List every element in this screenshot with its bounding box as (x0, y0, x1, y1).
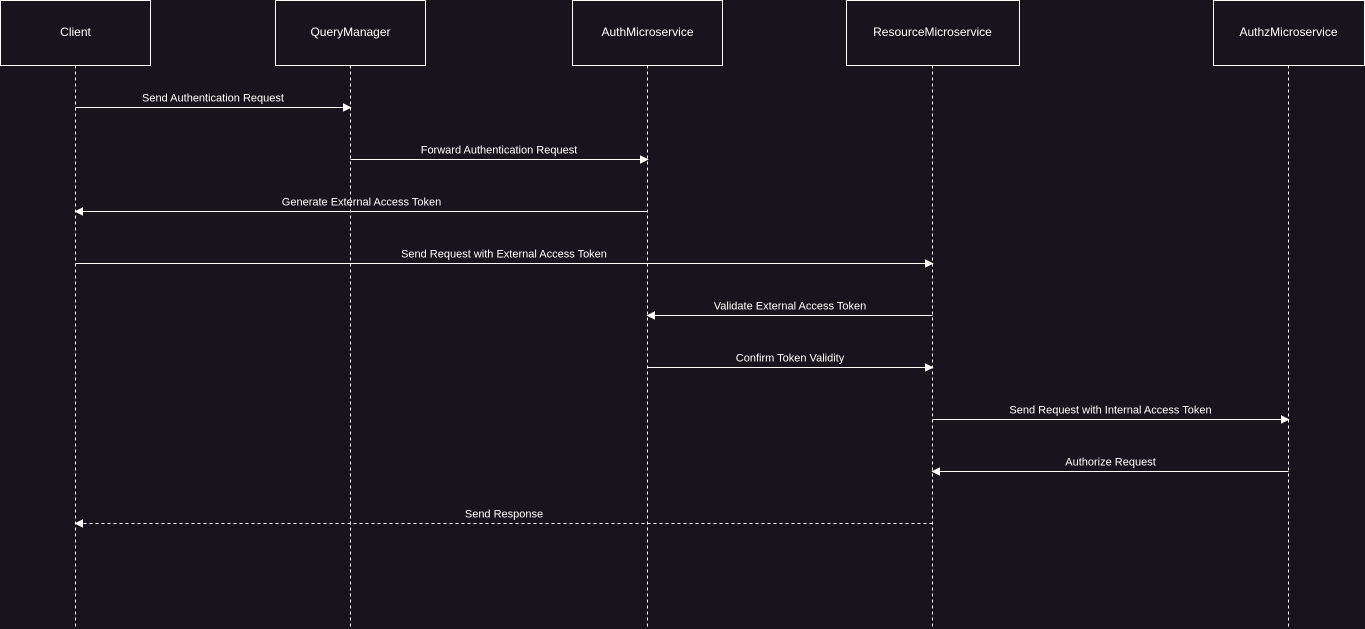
participant-label: ResourceMicroservice (873, 25, 992, 39)
message-label: Generate External Access Token (282, 197, 441, 209)
message-5: Validate External Access Token (646, 301, 933, 320)
message-label: Authorize Request (1065, 457, 1156, 469)
message-4: Send Request with External Access Token (75, 249, 934, 268)
arrow-head-icon (343, 103, 352, 112)
arrow-head-icon (74, 519, 83, 528)
arrow-head-icon (925, 363, 934, 372)
participant-label: Client (60, 25, 91, 39)
message-6: Confirm Token Validity (647, 353, 934, 372)
message-label: Send Response (465, 509, 543, 521)
participant-authz-microservice: AuthzMicroservice (1213, 0, 1365, 66)
message-9: Send Response (74, 509, 933, 528)
participant-client: Client (0, 0, 151, 66)
message-label: Send Request with External Access Token (401, 249, 607, 261)
participant-box (275, 0, 426, 66)
participant-label: AuthzMicroservice (1239, 25, 1337, 39)
message-label: Send Request with Internal Access Token (1009, 405, 1211, 417)
message-7: Send Request with Internal Access Token (932, 405, 1290, 424)
participant-resource-microservice: ResourceMicroservice (846, 0, 1020, 66)
message-1: Send Authentication Request (75, 93, 352, 112)
participant-auth-microservice: AuthMicroservice (572, 0, 723, 66)
arrow-head-icon (1281, 415, 1290, 424)
participant-label: AuthMicroservice (601, 25, 693, 39)
lifelines (75, 65, 1289, 629)
participant-box (0, 0, 151, 66)
arrow-head-icon (646, 311, 655, 320)
message-label: Forward Authentication Request (421, 145, 578, 157)
participant-box (846, 0, 1020, 66)
participant-box (572, 0, 723, 66)
participants: Client QueryManager AuthMicroservice Resour… (0, 0, 1365, 66)
arrow-head-icon (640, 155, 649, 164)
message-label: Validate External Access Token (714, 301, 866, 313)
message-label: Confirm Token Validity (736, 353, 845, 365)
message-label: Send Authentication Request (142, 93, 284, 105)
message-3: Generate External Access Token (74, 197, 648, 216)
message-8: Authorize Request (931, 457, 1289, 476)
arrow-head-icon (931, 467, 940, 476)
message-2: Forward Authentication Request (350, 145, 649, 164)
participant-box (1213, 0, 1365, 66)
arrow-head-icon (925, 259, 934, 268)
participant-label: QueryManager (310, 25, 390, 39)
arrow-head-icon (74, 207, 83, 216)
participant-query-manager: QueryManager (275, 0, 426, 66)
